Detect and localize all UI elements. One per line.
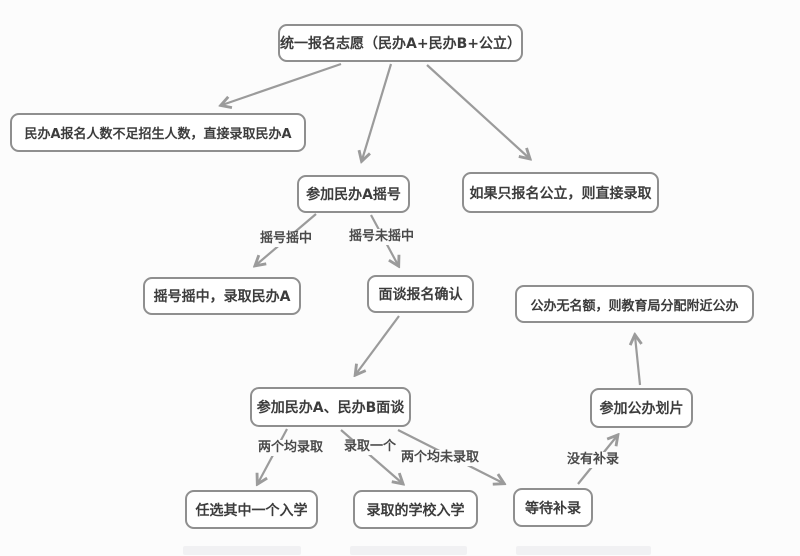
- node-undersubscribed-direct-admission: 民办A报名人数不足招生人数，直接录取民办A: [10, 113, 306, 152]
- edge-label-none-admitted: 两个均未录取: [399, 450, 482, 466]
- node-lottery-won-admitted: 摇号摇中，录取民办A: [143, 277, 301, 315]
- arrow-unified-to-public-only: [426, 64, 529, 158]
- edge-label-lottery-hit: 摇号摇中: [258, 231, 315, 247]
- bottom-watermark-artifact: [516, 546, 651, 555]
- arrow-confirm-to-interview: [356, 315, 400, 374]
- node-public-only-direct-admission: 如果只报名公立，则直接录取: [462, 172, 659, 213]
- edge-label-no-makeup: 没有补录: [565, 452, 622, 468]
- node-choose-one-enroll: 任选其中一个入学: [185, 490, 318, 529]
- arrow-unified-to-lottery: [362, 63, 393, 160]
- node-interview-registration-confirm: 面谈报名确认: [367, 275, 474, 313]
- node-private-a-lottery: 参加民办A摇号: [297, 175, 410, 213]
- node-interview-private-a-b: 参加民办A、民办B面谈: [250, 387, 411, 427]
- edge-label-one-admitted: 录取一个: [342, 439, 399, 455]
- arrow-unified-to-undersubscribed: [222, 62, 342, 105]
- bottom-watermark-artifact: [183, 546, 301, 555]
- node-public-zoning: 参加公办划片: [590, 388, 693, 428]
- node-no-public-quota-assignment: 公办无名额，则教育局分配附近公办: [515, 285, 754, 323]
- edge-label-lottery-miss: 摇号未摇中: [347, 229, 417, 245]
- bottom-watermark-artifact: [350, 546, 467, 555]
- edge-label-both-admitted: 两个均录取: [256, 440, 326, 456]
- arrow-interview-to-choose: [258, 428, 288, 483]
- arrow-zoning-to-noquota: [635, 336, 640, 386]
- node-unified-application: 统一报名志愿（民办A+民办B+公立）: [278, 24, 523, 62]
- arrow-interview-to-admitted: [340, 429, 402, 483]
- node-admitted-school-enroll: 录取的学校入学: [353, 490, 478, 529]
- node-wait-makeup-admission: 等待补录: [513, 488, 593, 527]
